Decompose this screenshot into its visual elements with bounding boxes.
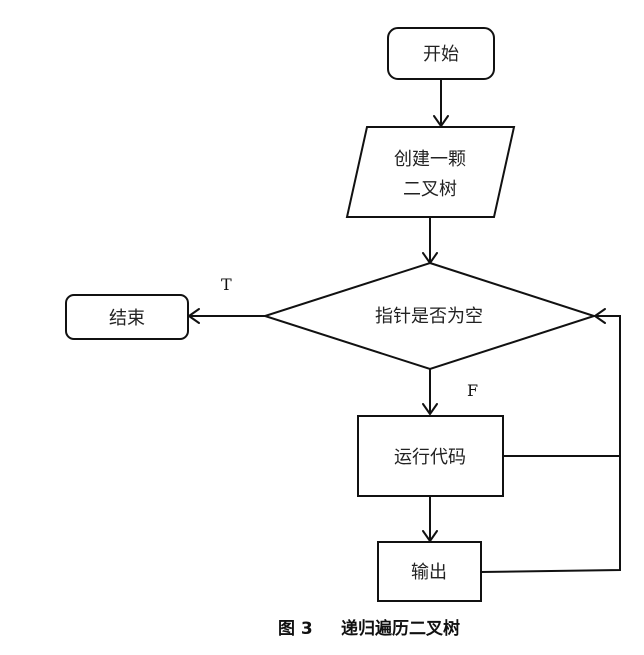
end-node-label: 结束 [109, 308, 145, 329]
figure-number: 图 3 [278, 619, 313, 639]
arrow-start-to-create [433, 79, 449, 127]
end-node: 结束 [65, 294, 189, 340]
arrow-decision-to-run [422, 369, 438, 415]
create-tree-label-line1: 创建一颗 [394, 149, 466, 170]
output-node-label: 输出 [411, 562, 447, 583]
figure-caption: 图 3 递归遍历二叉树 [278, 618, 460, 639]
loop-output-to-decision [480, 308, 621, 573]
figure-title: 递归遍历二叉树 [341, 618, 460, 639]
arrow-decision-to-end [188, 308, 265, 324]
arrow-run-to-output [422, 496, 438, 542]
output-node: 输出 [377, 541, 482, 602]
create-tree-label-line2: 二叉树 [403, 179, 457, 200]
create-tree-node: 创建一颗 二叉树 [345, 126, 516, 218]
decision-node-label: 指针是否为空 [375, 306, 483, 327]
true-branch-label: T [221, 275, 232, 294]
start-node-label: 开始 [423, 44, 459, 65]
arrow-create-to-decision [422, 217, 438, 264]
decision-node: 指针是否为空 [261, 261, 598, 371]
run-code-label: 运行代码 [394, 447, 466, 468]
run-code-node: 运行代码 [357, 415, 504, 497]
start-node: 开始 [387, 27, 495, 80]
false-branch-label: F [467, 381, 478, 400]
